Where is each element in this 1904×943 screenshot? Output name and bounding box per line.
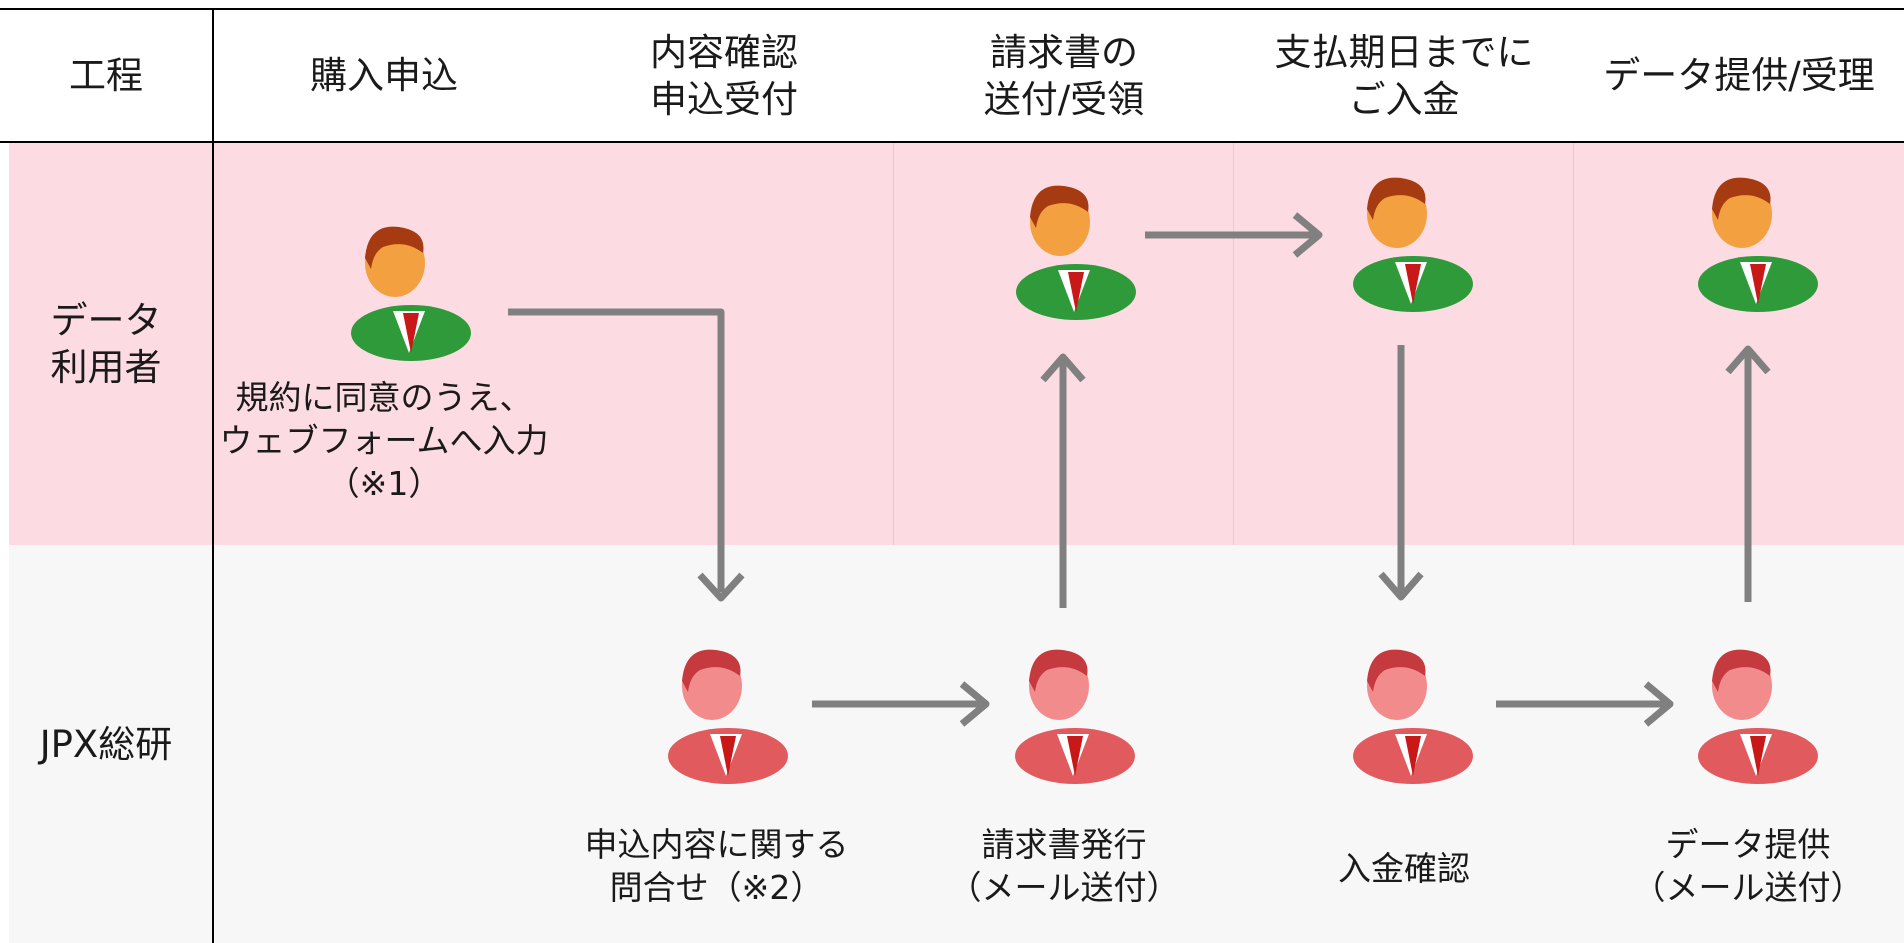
header-process-label: 工程 bbox=[69, 54, 143, 97]
header-step-purchase: 購入申込 bbox=[310, 54, 458, 97]
header-step-invoice: 請求書の 送付/受領 bbox=[983, 30, 1145, 121]
header-step-confirm: 内容確認 申込受付 bbox=[650, 30, 798, 121]
header-band bbox=[0, 8, 1904, 143]
arrowhead bbox=[1725, 345, 1771, 375]
jpx-staff-icon bbox=[1698, 649, 1818, 784]
column-separator bbox=[893, 143, 894, 545]
user-row-band bbox=[9, 143, 1904, 545]
row-label-jpx: JPX総研 bbox=[39, 722, 173, 766]
jpx-staff-icon bbox=[668, 649, 788, 784]
row-label-user: データ 利用者 bbox=[50, 299, 162, 389]
row-label-divider bbox=[212, 8, 214, 943]
user-person-icon bbox=[1016, 185, 1136, 320]
column-separator bbox=[1233, 143, 1234, 545]
arrow-apply-to-inquiry bbox=[508, 308, 725, 592]
jpx-row-band bbox=[9, 545, 1904, 943]
caption-invoice: 請求書発行 （メール送付） bbox=[948, 825, 1180, 907]
jpx-staff-icon bbox=[1353, 649, 1473, 784]
header-step-data: データ提供/受理 bbox=[1603, 54, 1875, 97]
arrowhead bbox=[1378, 571, 1424, 601]
table-top-border bbox=[0, 8, 1904, 10]
column-separator bbox=[1573, 143, 1574, 545]
caption-apply: 規約に同意のうえ、 ウェブフォームへ入力 （※1） bbox=[219, 378, 549, 503]
caption-payment-check: 入金確認 bbox=[1338, 849, 1470, 888]
arrowhead bbox=[1643, 681, 1674, 727]
arrowhead bbox=[1292, 212, 1323, 258]
user-person-icon bbox=[1353, 177, 1473, 312]
header-bottom-border bbox=[0, 141, 1904, 143]
user-person-icon bbox=[1698, 177, 1818, 312]
caption-inquiry: 申込内容に関する 問合せ（※2） bbox=[584, 825, 849, 907]
arrowhead bbox=[1040, 353, 1086, 383]
user-person-icon bbox=[351, 226, 471, 361]
caption-data-provide: データ提供 （メール送付） bbox=[1632, 825, 1864, 907]
jpx-staff-icon bbox=[1015, 649, 1135, 784]
header-step-payment: 支払期日までに ご入金 bbox=[1274, 30, 1534, 121]
arrowhead bbox=[697, 572, 745, 602]
arrowhead bbox=[959, 681, 990, 727]
